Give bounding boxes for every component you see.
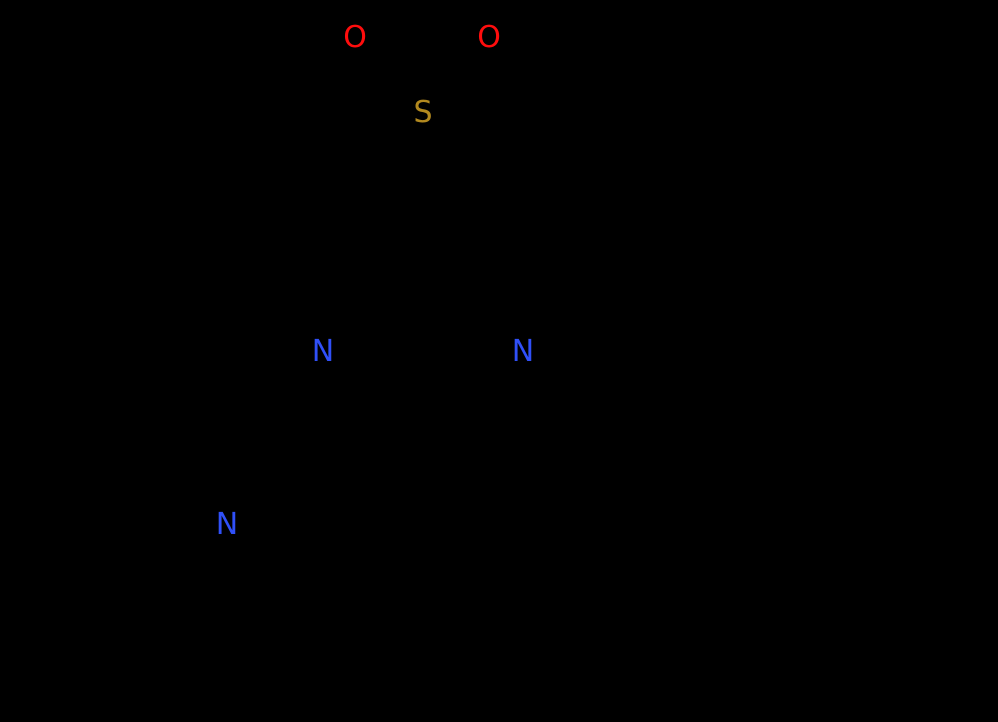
- atom-oxygen-2: O: [477, 20, 501, 55]
- atom-nitrogen-3: N: [215, 507, 239, 542]
- atom-nitrogen-2: N: [511, 334, 535, 369]
- atom-sulfur: S: [413, 95, 433, 130]
- atom-nitrogen-1: N: [311, 334, 335, 369]
- atom-oxygen-1: O: [343, 20, 367, 55]
